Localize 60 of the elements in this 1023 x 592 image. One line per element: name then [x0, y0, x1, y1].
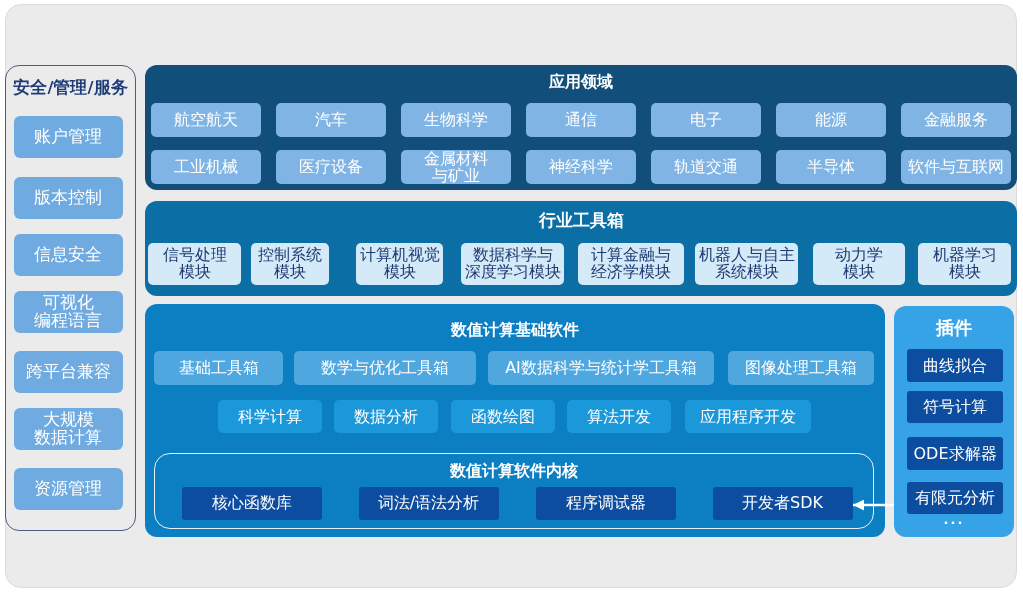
side-panel [894, 306, 1014, 537]
band-title: 应用领域 [549, 73, 613, 91]
feature-tile: 函数绘图 [451, 400, 555, 433]
domain-tile: 软件与互联网 [901, 150, 1011, 184]
feature-tile: 科学计算 [218, 400, 322, 433]
domain-tile: 金融服务 [901, 103, 1011, 137]
kernel-tile: 词法/语法分析 [358, 486, 499, 520]
module-tile: 机器学习模块 [918, 243, 1011, 285]
layer-band [145, 304, 885, 537]
layer-band [145, 65, 1017, 190]
service-tile: 版本控制 [13, 176, 123, 219]
module-tile: 机器人与自主系统模块 [695, 243, 798, 285]
service-tile: 大规模数据计算 [13, 407, 123, 450]
domain-tile: 航空航天 [151, 103, 261, 137]
domain-tile: 医疗设备 [276, 150, 386, 184]
domain-tile: 工业机械 [151, 150, 261, 184]
domain-tile: 汽车 [276, 103, 386, 137]
kernel-tile: 程序调试器 [535, 486, 676, 520]
domain-tile: 半导体 [776, 150, 886, 184]
domain-tile: 金属材料与矿业 [401, 150, 511, 184]
toolbox-tile: 数学与优化工具箱 [294, 351, 476, 385]
domain-tile: 通信 [526, 103, 636, 137]
kernel-tile: 开发者SDK [712, 486, 853, 520]
service-tile: 跨平台兼容 [13, 350, 123, 393]
band-title: 数值计算基础软件 [451, 321, 579, 339]
feature-tile: 应用程序开发 [685, 400, 811, 433]
arrow [853, 499, 894, 511]
feature-tile: 数据分析 [334, 400, 438, 433]
ellipsis-text: ··· [943, 515, 965, 531]
toolbox-tile: 基础工具箱 [154, 351, 283, 385]
module-tile: 计算金融与经济学模块 [578, 243, 684, 285]
service-tile: 信息安全 [13, 233, 123, 276]
plugin-tile: 有限元分析 [907, 482, 1003, 514]
frame-title: 数值计算软件内核 [450, 461, 578, 480]
module-tile: 动力学模块 [813, 243, 905, 285]
module-tile: 数据科学与深度学习模块 [461, 243, 564, 285]
side-panel [5, 65, 136, 531]
toolbox-tile: AI数据科学与统计学工具箱 [488, 351, 714, 385]
plugin-tile: ODE求解器 [907, 437, 1003, 470]
layer-band [145, 201, 1017, 296]
plugin-tile: 符号计算 [907, 391, 1003, 423]
kernel-tile: 核心函数库 [181, 486, 322, 520]
domain-tile: 轨道交通 [651, 150, 761, 184]
service-tile: 资源管理 [13, 467, 123, 510]
domain-tile: 生物科学 [401, 103, 511, 137]
feature-tile: 算法开发 [567, 400, 671, 433]
domain-tile: 神经科学 [526, 150, 636, 184]
toolbox-tile: 图像处理工具箱 [728, 351, 874, 385]
plugin-tile: 曲线拟合 [907, 349, 1003, 382]
panel-title: 插件 [936, 318, 972, 338]
rounded-frame [154, 453, 874, 529]
module-tile: 控制系统模块 [251, 243, 329, 285]
service-tile: 账户管理 [13, 115, 123, 158]
module-tile: 计算机视觉模块 [356, 243, 443, 285]
band-title: 行业工具箱 [538, 211, 624, 231]
domain-tile: 电子 [651, 103, 761, 137]
module-tile: 信号处理模块 [148, 243, 241, 285]
service-tile: 可视化编程语言 [13, 290, 123, 333]
panel-title: 安全/管理/服务 [13, 78, 128, 97]
domain-tile: 能源 [776, 103, 886, 137]
